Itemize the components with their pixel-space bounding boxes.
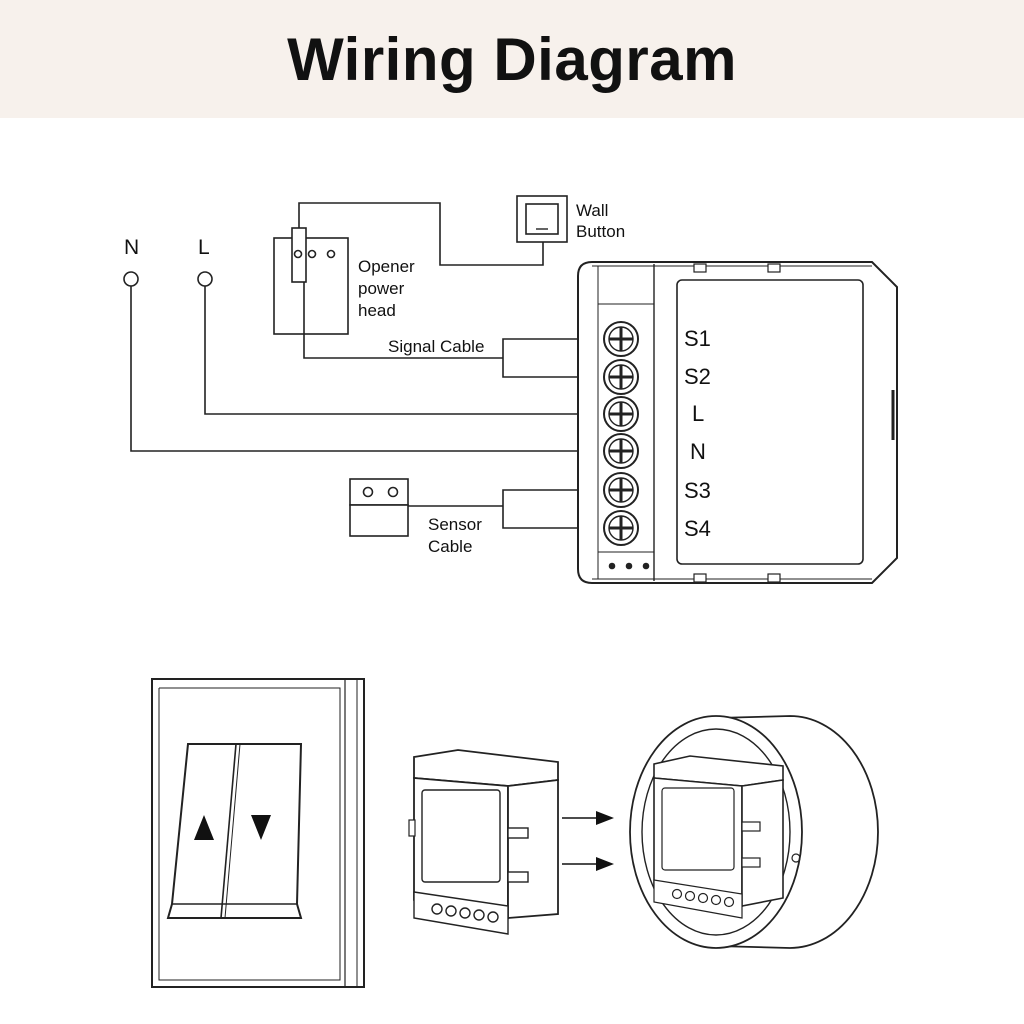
down-arrow-icon [251, 815, 271, 840]
junction-box-illustration [629, 715, 879, 949]
opener-to-button-wire [298, 202, 544, 266]
terminal-label-s1: S1 [684, 326, 711, 351]
header-banner: Wiring Diagram [0, 0, 1024, 118]
arrow-right-icon [596, 811, 614, 825]
label-opener-3: head [358, 301, 396, 320]
label-l: L [198, 236, 210, 259]
sensor-cable-bracket [502, 489, 602, 529]
opener-contact-3 [326, 249, 336, 259]
label-opener-1: Opener [358, 257, 415, 276]
terminal-screw-s4 [603, 510, 639, 546]
terminal-screw-s2 [603, 359, 639, 395]
schematic [123, 195, 898, 584]
sensor-bottom [349, 504, 409, 537]
sensor-contact-2 [387, 486, 399, 498]
module-label-panel [676, 279, 864, 565]
label-n: N [124, 236, 139, 259]
wall-switch-illustration [151, 678, 365, 988]
label-sensor-cable-1: Sensor [428, 515, 482, 534]
live-wire [204, 286, 602, 415]
page-title: Wiring Diagram [287, 25, 737, 93]
terminal-screw-l [603, 396, 639, 432]
terminal-label-s3: S3 [684, 478, 711, 503]
signal-cable-bracket [502, 338, 602, 378]
terminal-label-n: N [690, 439, 706, 464]
sensor-top [349, 478, 409, 506]
live-source-terminal [197, 271, 213, 287]
arrow-right-icon [596, 857, 614, 871]
terminal-label-s4: S4 [684, 516, 711, 541]
label-opener-2: power [358, 279, 405, 298]
signal-wire-opener [303, 282, 503, 359]
terminal-label-s2: S2 [684, 364, 711, 389]
label-sensor-cable-2: Cable [428, 537, 472, 556]
terminal-screw-n [603, 433, 639, 469]
module-illustration [408, 749, 559, 935]
neutral-source-terminal [123, 271, 139, 287]
wall-button-inner [525, 203, 559, 235]
terminal-label-l: L [692, 401, 704, 426]
sensor-contact-1 [362, 486, 374, 498]
up-arrow-icon [194, 815, 214, 840]
terminal-screw-s3 [603, 472, 639, 508]
terminal-screw-s1 [603, 321, 639, 357]
insert-arrows [562, 811, 614, 871]
label-wall-button-2: Button [576, 222, 625, 241]
screw-terminals [603, 321, 639, 546]
label-signal-cable: Signal Cable [388, 337, 484, 356]
label-wall-button-1: Wall [576, 201, 608, 220]
opener-contact-2 [307, 249, 317, 259]
opener-contact-1 [293, 249, 303, 259]
neutral-wire [130, 286, 602, 452]
